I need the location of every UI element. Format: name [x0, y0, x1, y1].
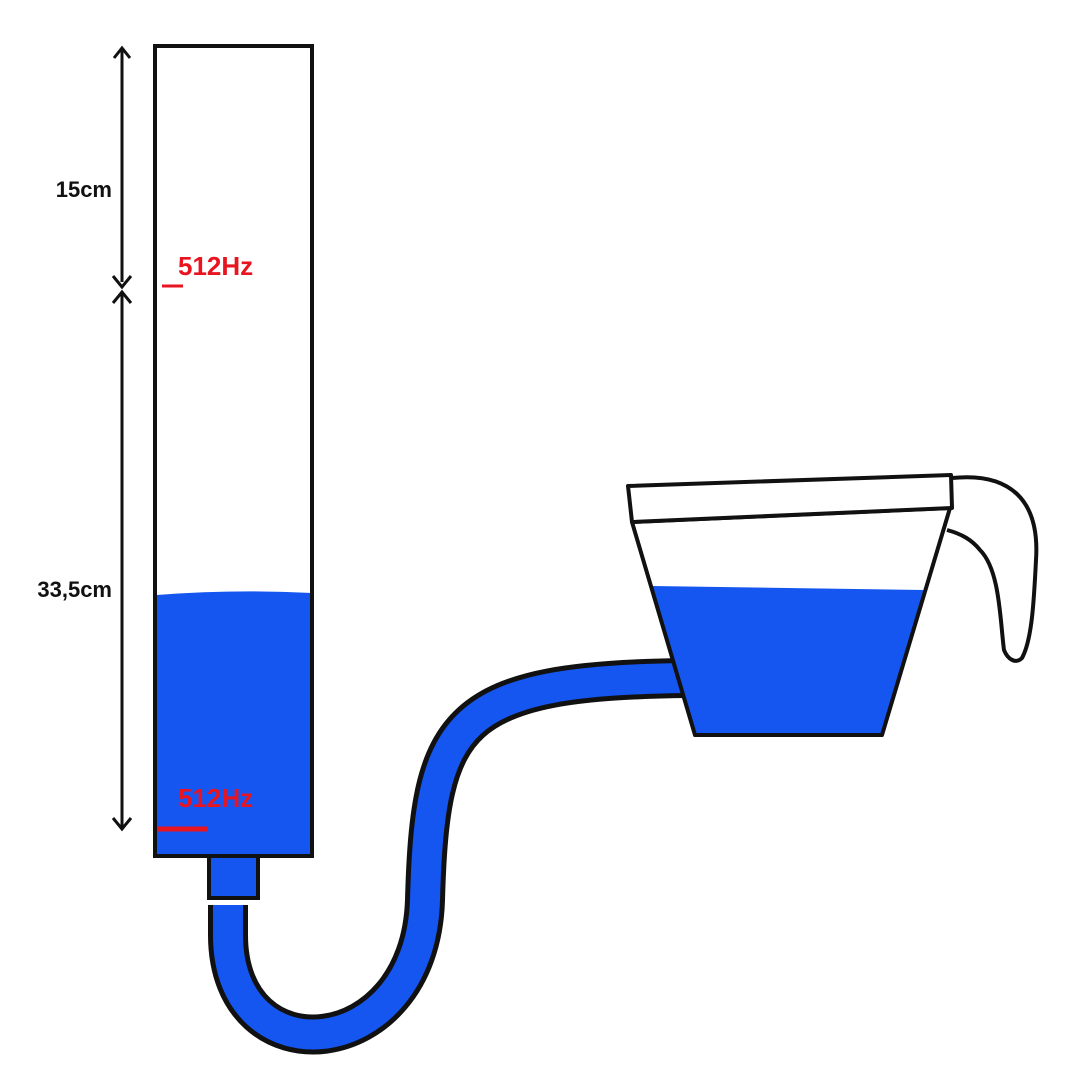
jug-water	[652, 586, 924, 735]
upper-distance-label: 15cm	[56, 177, 112, 202]
upper-frequency-label: 512Hz	[178, 251, 253, 281]
tube-water	[157, 596, 312, 856]
tube-water-surface	[156, 591, 313, 601]
lower-distance-label: 33,5cm	[37, 577, 112, 602]
upper-dimension-arrow	[111, 45, 133, 290]
hose-water	[213, 663, 691, 1050]
jug-handle	[946, 475, 1039, 663]
lower-frequency-label: 512Hz	[178, 783, 253, 813]
lower-dimension-arrow	[111, 289, 133, 832]
jug-rim	[626, 473, 954, 524]
tube-outlet-connector	[207, 854, 260, 900]
